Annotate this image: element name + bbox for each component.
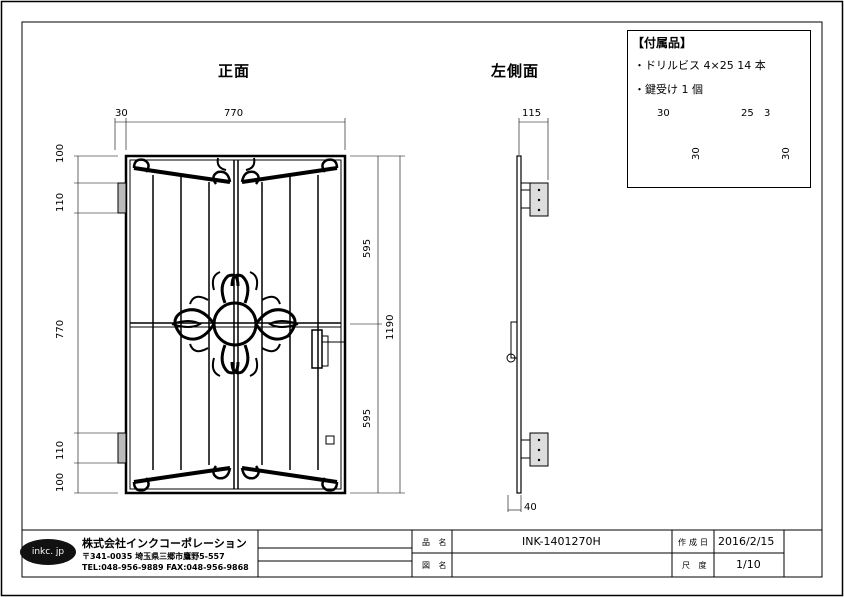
product-label: 品 名 — [422, 538, 450, 547]
accessories-box: 【付属品】 ・ドリルビス 4×25 14 本 ・鍵受け 1 個 30 30 25… — [627, 30, 811, 188]
company-logo: inkc. jp — [20, 539, 76, 565]
side-view-title: 左側面 — [491, 62, 540, 80]
hinge-width-label: 30 — [657, 108, 670, 119]
front-view-title: 正面 — [218, 62, 251, 80]
scale-value: 1/10 — [736, 558, 761, 571]
company-address: 〒341-0035 埼玉県三郷市鷹野5-557 — [82, 552, 225, 561]
drawing-name-label: 図 名 — [422, 561, 450, 570]
dim-top-width: 770 — [224, 108, 244, 119]
product-value: INK-1401270H — [522, 535, 601, 548]
keeper-height-label: 30 — [781, 147, 792, 160]
company-contact: TEL:048-956-9889 FAX:048-956-9868 — [82, 563, 249, 572]
dim-left-100-bottom: 100 — [55, 472, 66, 492]
accessory-item-screws: ・ドリルビス 4×25 14 本 — [634, 59, 766, 72]
dim-right-lower: 595 — [362, 408, 373, 428]
keeper-width-label: 25 — [741, 108, 754, 119]
side-hinge-dots — [537, 188, 541, 462]
dim-side-bottom: 40 — [524, 502, 537, 513]
dim-left-110-bottom: 110 — [55, 440, 66, 460]
front-dimension-lines — [74, 118, 405, 494]
drawing-frame — [21, 21, 823, 578]
dim-top-left: 30 — [115, 108, 128, 119]
dim-left-770: 770 — [55, 319, 66, 339]
scale-label: 尺 度 — [682, 561, 710, 570]
hinge-height-label: 30 — [691, 147, 702, 160]
title-block-lines — [22, 529, 822, 577]
dim-left-110-top: 110 — [55, 192, 66, 212]
date-label: 作成日 — [678, 538, 711, 547]
side-view — [506, 118, 549, 512]
dim-left-100-top: 100 — [55, 143, 66, 163]
accessory-item-keeper: ・鍵受け 1 個 — [634, 83, 703, 96]
company-name: 株式会社インクコーポレーション — [82, 537, 247, 550]
keeper-offset-label: 3 — [764, 108, 771, 119]
dim-side-top: 115 — [522, 108, 542, 119]
accessories-title: 【付属品】 — [632, 36, 693, 50]
dim-right-upper: 595 — [362, 238, 373, 258]
front-view-grille — [124, 154, 347, 495]
dim-right-total: 1190 — [385, 314, 396, 340]
date-value: 2016/2/15 — [718, 535, 775, 548]
front-hinges — [117, 182, 127, 464]
